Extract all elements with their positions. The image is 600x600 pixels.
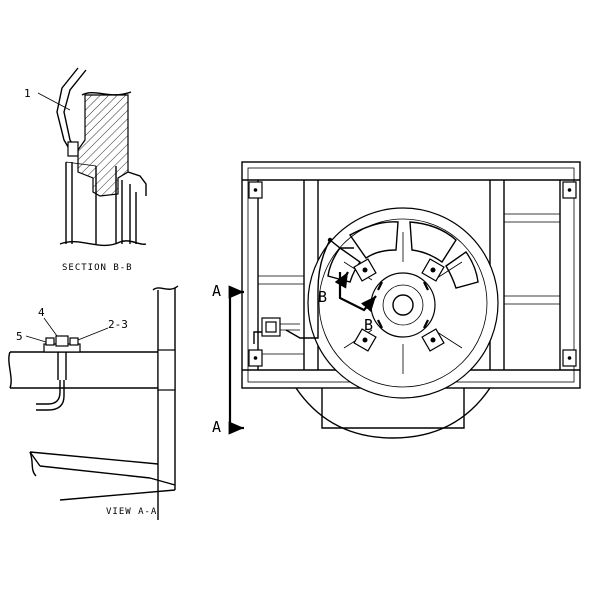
callout-5: 5 <box>16 330 23 343</box>
view-aa-sensor <box>55 335 69 347</box>
section-bb-fitting <box>67 141 79 157</box>
callout-4-leader <box>43 317 58 337</box>
section-bb-bottom-break <box>59 240 147 247</box>
frame-right-column <box>489 180 561 370</box>
callout-2-3-leader <box>77 327 109 341</box>
rotor-rim <box>318 218 488 388</box>
callout-1-leader <box>37 92 71 111</box>
sensor-block <box>265 321 277 333</box>
section-bb-body-right <box>121 180 137 244</box>
rotor-clamps <box>353 258 445 352</box>
callout-1: 1 <box>24 87 31 100</box>
view-aa-wall-break <box>152 285 179 291</box>
cable-route <box>285 239 354 339</box>
view-aa-tray-break <box>29 451 37 477</box>
view-aa-nut-right <box>69 337 79 346</box>
sensor-cable <box>253 331 262 344</box>
callout-5-leader <box>25 335 47 343</box>
view-aa-tray <box>29 451 176 501</box>
callout-2-3: 2-3 <box>108 318 128 331</box>
section-bb-body <box>65 162 117 244</box>
view-aa-cable <box>36 380 65 411</box>
view-aa-plate <box>157 349 176 391</box>
frame-left-column <box>257 180 319 370</box>
section-bb-break-line <box>81 91 132 96</box>
cable-clip <box>327 237 333 243</box>
section-bb-detail: 1 SECTION B-B <box>24 67 147 273</box>
lower-housing <box>321 388 465 429</box>
main-view: B B <box>241 161 581 439</box>
lower-housing-arc <box>295 387 491 439</box>
callout-4: 4 <box>38 306 45 319</box>
section-bb-tube-inner <box>56 67 79 153</box>
view-aa-beam-break <box>8 351 12 389</box>
view-aa-nut-left <box>45 337 55 346</box>
view-arrow-a-top: A <box>212 282 221 300</box>
corner-bolts <box>248 181 577 367</box>
frame-left-braces <box>258 275 304 355</box>
section-bb-caption: SECTION B-B <box>62 263 133 273</box>
section-bb-flange <box>127 171 147 196</box>
section-bb-body-cap <box>65 161 97 167</box>
view-aa-cutting-plane: A A <box>212 282 244 436</box>
view-aa-caption: VIEW A-A <box>106 507 157 517</box>
view-arrow-a-bottom: A <box>212 418 221 436</box>
view-aa-wall <box>157 288 176 520</box>
section-bb-hatched-wall <box>77 94 129 197</box>
section-bb-arrow-left <box>334 271 349 289</box>
frame-right-braces <box>504 213 560 305</box>
rotor-cutouts <box>327 221 479 289</box>
section-arrow-b-right: B <box>364 316 373 334</box>
view-aa-detail: 4 5 2-3 VIEW A-A <box>8 285 179 520</box>
sensor-mount <box>280 323 300 331</box>
section-arrow-b-left: B <box>318 288 327 306</box>
view-aa-beam <box>10 351 158 389</box>
view-aa-sensor-stem <box>57 352 67 380</box>
rotor-bore <box>392 294 414 316</box>
rotor-hub-ring <box>377 281 429 329</box>
rotor-hub-inner <box>382 284 424 326</box>
